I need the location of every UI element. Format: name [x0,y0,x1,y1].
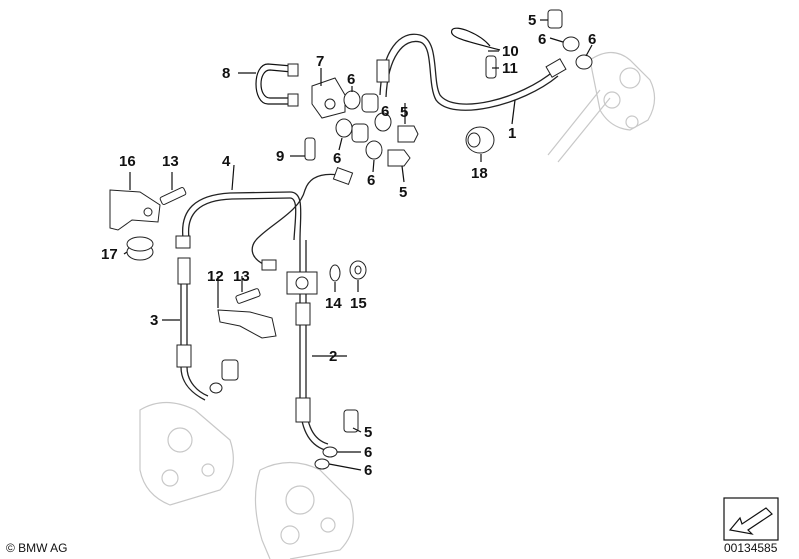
part-labels: 1 2 3 4 5 5 5 5 6 6 6 6 6 6 6 6 7 8 9 10… [101,12,596,479]
right-caliper-outline [547,51,656,163]
label-part-5b: 5 [400,104,408,121]
label-part-6c: 6 [347,71,355,88]
label-part-8: 8 [222,65,230,82]
label-part-3: 3 [150,312,158,329]
label-part-17: 17 [101,246,118,263]
label-part-14: 14 [325,295,342,312]
washers-14-15 [329,260,367,282]
label-part-6b: 6 [588,31,596,48]
clamp-block-7 [311,77,346,119]
grommet-18 [465,126,495,154]
label-part-2: 2 [329,348,337,365]
diagram-number: 00134585 [724,541,778,555]
banjo-bolts-and-washers [304,90,419,167]
left-caliper-outline [139,401,234,506]
lower-banjo-bolts [209,359,359,470]
label-part-4: 4 [222,153,231,170]
label-part-6e: 6 [333,150,341,167]
bracket-16 [109,187,187,231]
leader-lines [123,19,593,471]
label-part-6a: 6 [538,31,546,48]
grommet-17 [126,236,154,261]
label-part-18: 18 [471,165,488,182]
label-part-9: 9 [276,148,284,165]
label-part-10: 10 [502,43,519,60]
copyright-text: © BMW AG [6,541,68,555]
label-part-16: 16 [119,153,136,170]
brake-hose-3 [176,257,209,401]
label-part-6h: 6 [364,462,372,479]
label-part-11: 11 [502,60,518,77]
label-part-15: 15 [350,295,367,312]
label-part-1: 1 [508,125,516,142]
bracket-12 [217,288,277,339]
label-part-7: 7 [316,53,324,70]
lower-caliper-outline [254,461,354,559]
label-part-6d: 6 [381,103,389,120]
label-part-6g: 6 [364,444,372,461]
brake-hose-1 [376,33,567,111]
label-part-6f: 6 [367,172,375,189]
u-bracket-8 [255,63,299,107]
label-part-13b: 13 [233,268,250,285]
label-part-5a: 5 [528,12,536,29]
brake-hose-2 [286,240,329,451]
brake-line-4 [175,166,354,271]
top-right-banjo-bolt [547,9,593,70]
label-part-12: 12 [207,268,224,285]
label-part-13a: 13 [162,153,179,170]
label-part-5c: 5 [399,184,407,201]
label-part-5d: 5 [364,424,372,441]
direction-arrow-icon [723,497,779,541]
clip-10-screw-11 [451,27,501,79]
